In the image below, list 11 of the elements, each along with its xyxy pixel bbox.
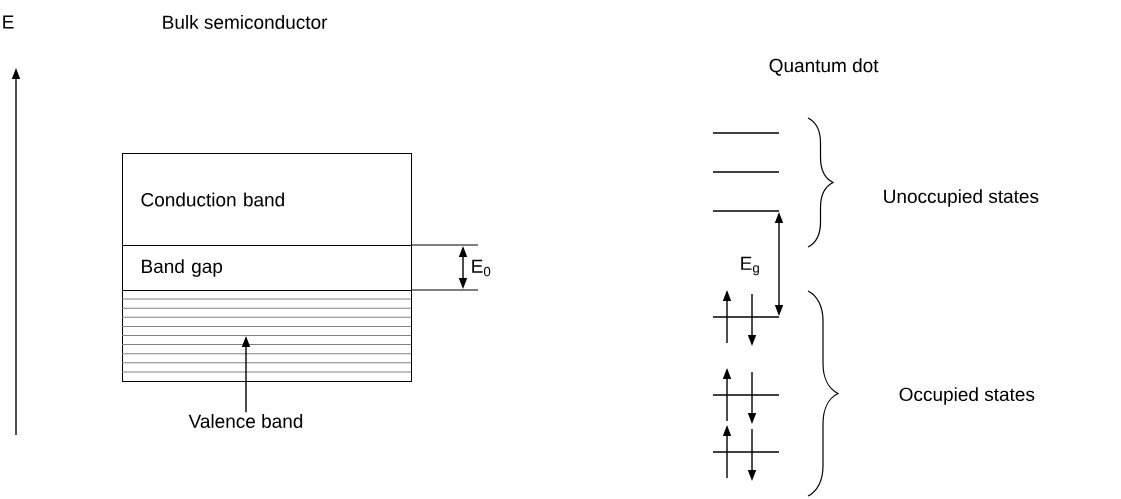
conduction-band-box: Conduction band bbox=[122, 153, 412, 246]
heading: Quantum dot bbox=[769, 58, 879, 76]
dimension-label: E$_{g}$ bbox=[741, 256, 759, 276]
brace-label: Unoccupied states bbox=[884, 189, 1039, 207]
axis-label: E bbox=[3, 15, 14, 29]
band-label: Valence band bbox=[188, 414, 303, 428]
valence-band-box bbox=[121, 290, 412, 382]
dimension-label: E$_{0}$ bbox=[472, 259, 491, 277]
brace-label: Occupied states bbox=[899, 387, 1035, 405]
heading: Bulk semiconductor bbox=[163, 15, 328, 29]
band-gap-box: Band gap bbox=[122, 245, 412, 291]
